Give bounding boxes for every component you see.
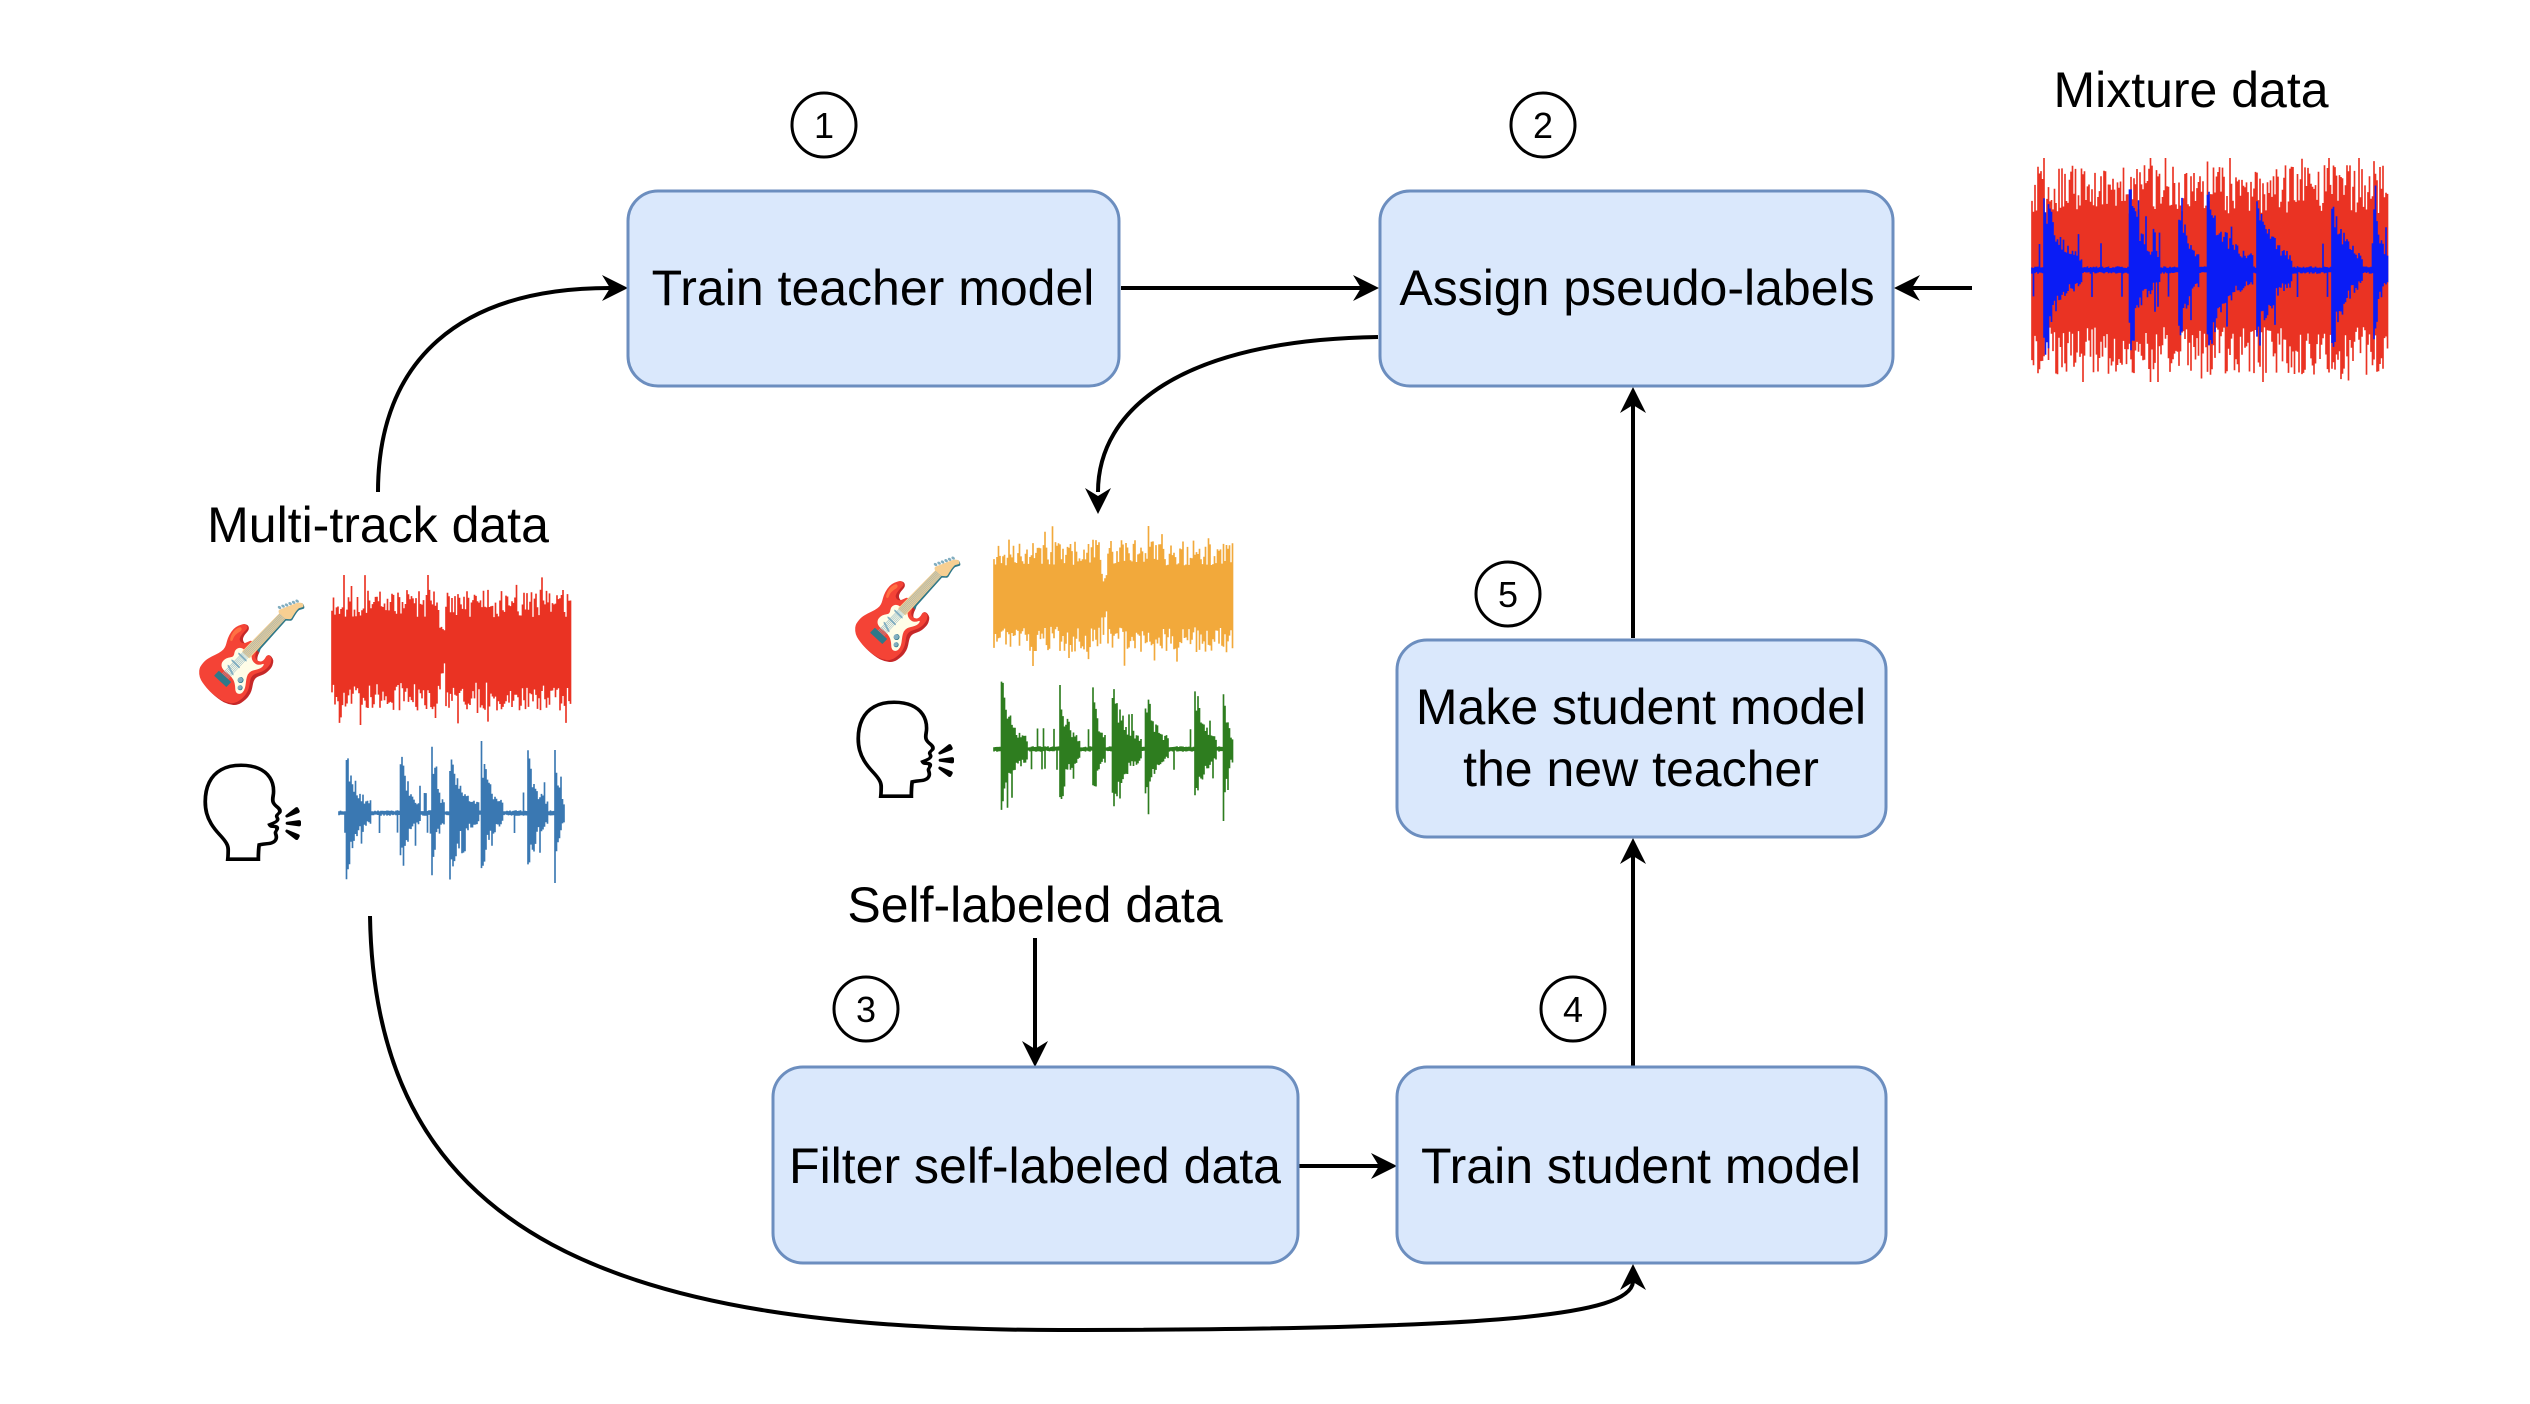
step-number-1: 1 [814,105,834,146]
label-filter-self-labeled-data: Filter self-labeled data [789,1138,1281,1194]
waveform-trace [331,575,572,725]
arrowhead-assign-in-bottom [1620,387,1646,413]
box-train-student-model [1395,1065,1888,1265]
arrowhead-teacher-in [602,275,628,301]
arrowhead-student-in-bottom [1620,1264,1646,1290]
step-circle-1 [790,91,858,159]
arrowhead-selflabeled-in [1085,488,1111,514]
label-mixture-data: Mixture data [2053,62,2328,118]
waveform-trace [338,741,565,883]
step-badge-3: 3 [832,975,900,1043]
node-train-student-model[interactable]: Train student model [1395,1065,1888,1265]
waveform-self-labeled-guitar [993,526,1234,666]
label-train-student-model: Train student model [1421,1138,1861,1194]
waveform-self-labeled-vocals [993,681,1234,821]
step-circle-2 [1509,91,1577,159]
arrowhead-assign-in-right [1894,275,1920,301]
waveform-trace [993,681,1234,821]
arrowhead-assign-in-left [1353,275,1379,301]
waveform-multitrack-vocals [338,741,565,883]
node-make-student-new-teacher[interactable]: Make student model the new teacher [1395,638,1888,839]
box-filter-self-labeled-data [771,1065,1300,1265]
label-self-labeled-data: Self-labeled data [847,877,1222,933]
waveform-trace [993,526,1234,666]
step-badge-1: 1 [790,91,858,159]
step-badge-4: 4 [1539,975,1607,1043]
edges [368,275,1972,1333]
edge-assign-to-selflabeled [1096,335,1379,493]
step-number-5: 5 [1498,574,1518,615]
label-assign-pseudo-labels: Assign pseudo-labels [1399,260,1874,316]
waveform-multitrack-guitar [331,575,572,725]
step-circle-5 [1474,560,1542,628]
node-train-teacher-model[interactable]: Train teacher model [626,189,1121,388]
step-badge-2: 2 [1509,91,1577,159]
label-multitrack-data: Multi-track data [207,497,549,553]
guitar-icon: 🎸 [192,596,312,709]
box-assign-pseudo-labels [1378,189,1895,388]
step-number-4: 4 [1563,989,1583,1030]
step-badge-5: 5 [1474,560,1542,628]
step-circle-3 [832,975,900,1043]
edge-multitrack-to-student [368,915,1635,1333]
arrowhead-newteacher-in [1620,838,1646,864]
label-make-student-new-teacher-line2: the new teacher [1463,741,1819,797]
step-number-3: 3 [856,989,876,1030]
speaking-head-icon: 🗣 [844,693,966,805]
arrowhead-filter-in [1022,1041,1048,1067]
label-make-student-new-teacher-line1: Make student model [1416,679,1866,735]
label-train-teacher-model: Train teacher model [652,260,1095,316]
waveform-trace [2031,185,2389,355]
node-assign-pseudo-labels[interactable]: Assign pseudo-labels [1378,189,1895,388]
waveform-mixture [2031,158,2389,382]
step-circle-4 [1539,975,1607,1043]
node-filter-self-labeled-data[interactable]: Filter self-labeled data [771,1065,1300,1265]
box-make-student-new-teacher [1395,638,1888,839]
box-train-teacher-model [626,189,1121,388]
step-number-2: 2 [1533,105,1553,146]
speaking-head-icon: 🗣 [191,756,313,868]
arrowhead-student-in-left [1371,1153,1397,1179]
edge-multitrack-to-teacher [376,286,611,493]
guitar-icon: 🎸 [848,553,968,666]
